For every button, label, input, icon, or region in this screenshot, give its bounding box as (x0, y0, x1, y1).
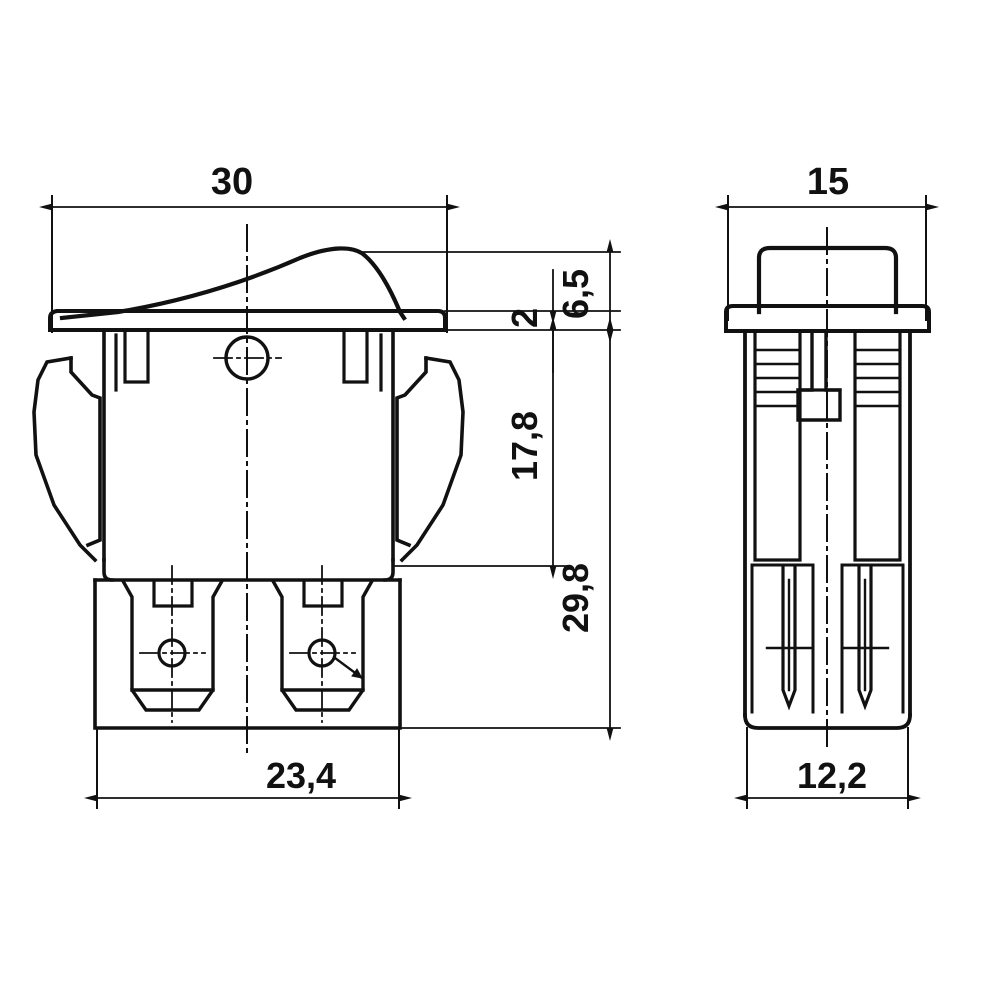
front-extension-lines (359, 251, 621, 729)
snap-latch-left (32, 355, 102, 563)
dimension-side-width-overall (715, 195, 939, 321)
rocker-actuator (59, 246, 407, 321)
bezel-notch-right (342, 329, 369, 384)
side-view-dimensions (715, 195, 939, 809)
bezel-notch-left (123, 329, 150, 384)
dimension-width-overall (39, 195, 460, 333)
dimension-label-30: 30 (211, 161, 253, 203)
dimension-label-29-8: 29,8 (555, 563, 596, 633)
dimension-side-body-width (734, 727, 921, 809)
side-rib-lines-right (853, 348, 902, 408)
side-rib-lines-left (753, 348, 802, 408)
dimension-label-12-2: 12,2 (797, 755, 867, 796)
dimension-body-width (84, 727, 412, 809)
snap-latch-right (395, 355, 465, 563)
dimension-labels: 30 23,4 6,5 2 17,8 29,8 15 12,2 (211, 161, 867, 796)
side-lower-chamber (750, 563, 905, 714)
side-bezel-flange (724, 304, 931, 333)
side-view-group (724, 227, 931, 753)
terminal-left-centerline (139, 565, 206, 723)
dimension-label-17-8: 17,8 (504, 411, 545, 481)
dimension-label-6-5: 6,5 (555, 269, 596, 319)
dimension-label-2: 2 (504, 308, 545, 328)
switch-body (102, 328, 395, 582)
front-view-dimensions (39, 195, 621, 809)
side-rib-column-left (753, 331, 802, 562)
body-inner-walls (114, 333, 383, 392)
dimension-label-15: 15 (807, 161, 849, 203)
terminal-leader (333, 656, 364, 680)
side-rib-column-right (853, 331, 902, 562)
terminal-right-centerline (289, 565, 356, 723)
front-view-group (32, 224, 465, 756)
side-center-boss (796, 329, 842, 422)
dimension-label-23-4: 23,4 (266, 755, 336, 796)
